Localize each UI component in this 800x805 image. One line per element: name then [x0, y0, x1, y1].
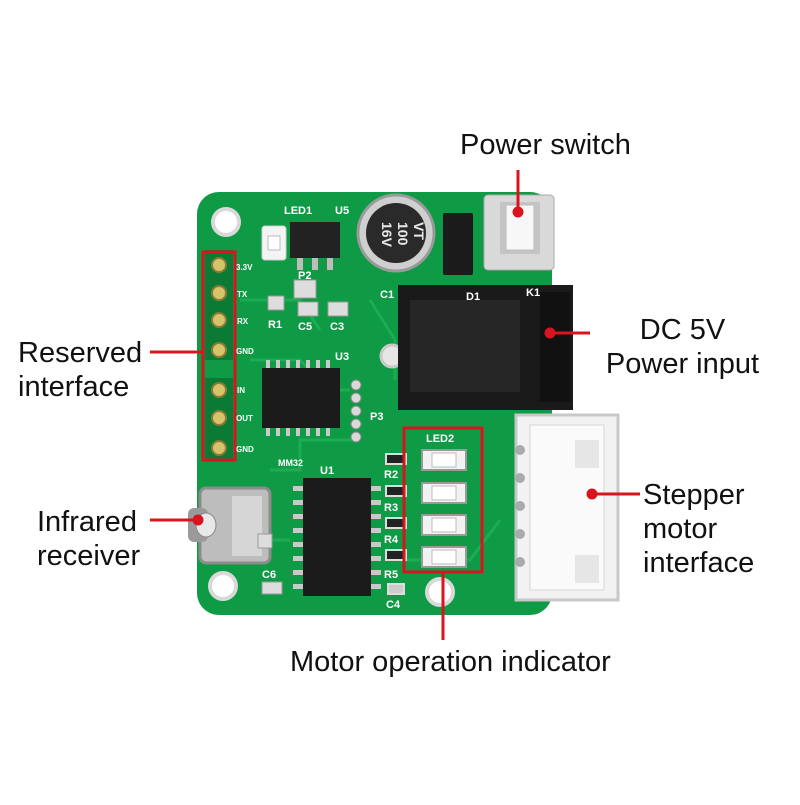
infrared-label-line1: Infrared: [37, 506, 137, 538]
silk-d1: D1: [466, 291, 480, 303]
motor-indicator-label: Motor operation indicator: [290, 645, 611, 679]
mount-hole-br: [425, 577, 455, 607]
silk-r3: R3: [384, 502, 398, 514]
indicator-leds: [421, 449, 467, 568]
silk-pin-gnd2: GND: [236, 445, 254, 454]
p3-pads: [350, 379, 362, 443]
silk-r5: R5: [384, 569, 398, 581]
dc-input-label-line2: Power input: [605, 348, 760, 380]
stepper-label-line3: interface: [643, 547, 755, 579]
mount-hole-bl: [208, 571, 238, 601]
stepper-label-line1: Stepper: [643, 479, 745, 511]
silk-r2: R2: [384, 469, 398, 481]
stepper-interface-label: Stepper motor interface: [643, 478, 754, 580]
infrared-receiver-label: Infrared receiver: [37, 505, 140, 573]
mount-hole-tl: [211, 207, 241, 237]
reserved-label-line2: interface: [18, 371, 130, 403]
silk-c3: C3: [330, 321, 344, 333]
silk-u5: U5: [335, 205, 349, 217]
power-switch-label-text: Power switch: [460, 129, 631, 161]
reserved-label-line1: Reserved: [18, 337, 143, 369]
silk-mm32: MM32: [278, 458, 303, 468]
silk-p2: P2: [298, 270, 311, 282]
silk-c6: C6: [262, 569, 276, 581]
reserved-interface-label: Reserved interface: [18, 336, 142, 404]
silk-u3: U3: [335, 351, 349, 363]
dc-input-label-line1: DC 5V: [639, 314, 726, 346]
resistors: [385, 453, 407, 595]
silk-pin-tx: TX: [237, 290, 248, 299]
silk-r4: R4: [384, 534, 399, 546]
cap-print-1: 100: [395, 222, 411, 246]
silk-c5: C5: [298, 321, 312, 333]
silk-pin-3v3: 3.3V: [236, 263, 253, 272]
stepper-label-line2: motor: [643, 513, 718, 545]
silk-c4: C4: [386, 599, 401, 611]
dc-input-label: DC 5V Power input: [595, 313, 770, 381]
stepper-connector: [514, 413, 620, 602]
power-switch-label: Power switch: [460, 128, 631, 162]
silk-led1: LED1: [284, 205, 312, 217]
infrared-receiver-part: [188, 486, 272, 565]
silk-pin-in: IN: [237, 386, 245, 395]
reserved-highlight-box: [201, 250, 237, 462]
silk-pin-gnd1: GND: [236, 347, 254, 356]
infrared-label-line2: receiver: [37, 540, 141, 572]
silk-led2: LED2: [426, 433, 454, 445]
reserved-header: [205, 250, 233, 460]
silk-c1: C1: [380, 289, 394, 301]
silk-k1: K1: [526, 287, 540, 299]
silk-pin-out: OUT: [236, 414, 253, 423]
cap-print-2: 16V: [379, 222, 395, 248]
regulator-u5: [290, 222, 340, 258]
indicator-label-text: Motor operation indicator: [290, 646, 611, 678]
driver-ic-u1: [303, 478, 371, 596]
silk-pin-rx: RX: [237, 317, 249, 326]
cap-print-3: VT: [411, 222, 427, 240]
diode-d1: [443, 213, 473, 275]
mcu-u3: [262, 368, 340, 428]
silk-u1: U1: [320, 465, 334, 477]
silk-p3: P3: [370, 411, 383, 423]
silk-r1: R1: [268, 319, 282, 331]
